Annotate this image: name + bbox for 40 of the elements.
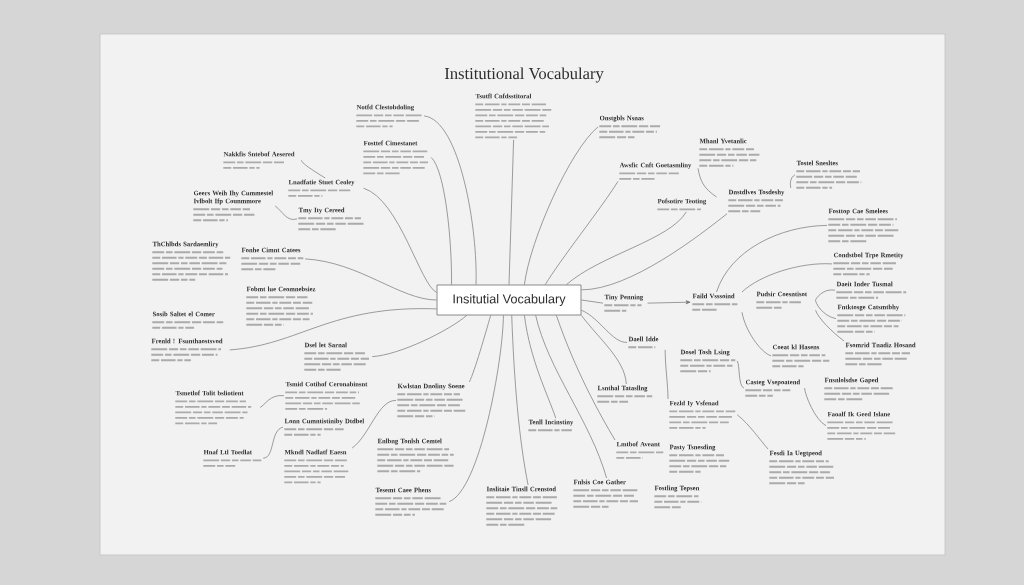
connector-line [736, 360, 745, 389]
connector-line [511, 315, 529, 486]
connector-line [566, 211, 687, 285]
diagram-title: Institutional Vocabulary [444, 67, 604, 83]
connector-line [351, 400, 397, 449]
connector-line [430, 157, 452, 285]
connector-line [581, 299, 604, 304]
connector-line [508, 139, 514, 285]
connector-line [301, 159, 326, 179]
connector-line [815, 309, 845, 342]
connector-line [815, 289, 836, 301]
connector-line [581, 315, 627, 385]
connector-line [363, 187, 437, 293]
connector-line [697, 167, 717, 198]
connector-line [371, 315, 468, 357]
connector-line [790, 174, 796, 189]
connector-line [262, 426, 284, 459]
connector-line [544, 181, 619, 285]
connector-line [535, 315, 607, 479]
connector-line [423, 115, 477, 285]
connector-line [804, 387, 827, 426]
connector-line [581, 309, 628, 343]
connector-line [469, 315, 491, 383]
central-topic-box: Insitutial Vocabulary [436, 284, 582, 316]
connector-line [741, 311, 772, 357]
connector-line [581, 213, 728, 291]
connector-line [304, 258, 437, 301]
connector-line [524, 126, 599, 285]
connector-line [716, 225, 828, 293]
connector-line [259, 395, 285, 408]
connector-line [741, 263, 833, 293]
connector-line [448, 315, 504, 502]
connector-line [524, 315, 557, 419]
arrow [647, 300, 691, 305]
connector-line [664, 349, 669, 400]
connector-line [736, 414, 769, 450]
connector-line [274, 205, 298, 220]
connector-line [556, 315, 616, 441]
connector-line [815, 299, 837, 319]
connector-line [229, 308, 437, 351]
